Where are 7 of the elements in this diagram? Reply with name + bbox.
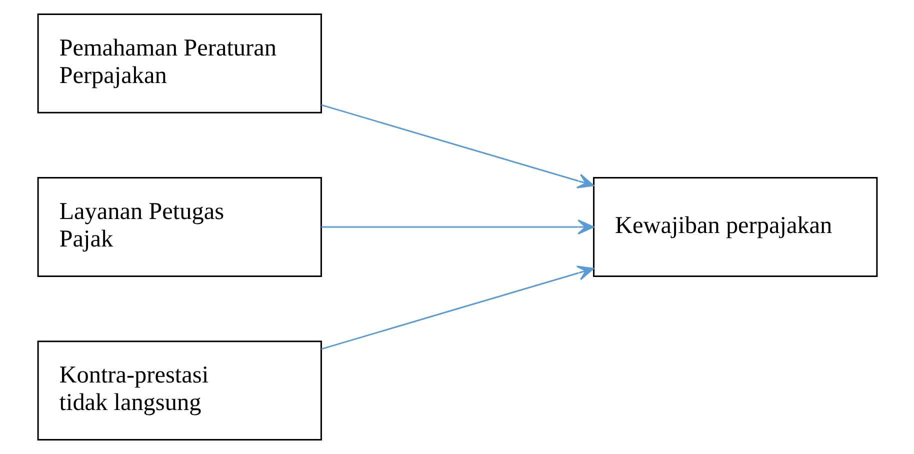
arrow	[320, 104, 594, 188]
node-box: Kontra-prestasi tidak langsung	[36, 340, 322, 440]
node-box: Pemahaman Peraturan Perpajakan	[36, 14, 322, 114]
arrow	[320, 219, 594, 235]
node-box: Kewajiban perpajakan	[592, 177, 878, 277]
node-box: Layanan Petugas Pajak	[36, 177, 322, 277]
arrow	[320, 266, 594, 350]
